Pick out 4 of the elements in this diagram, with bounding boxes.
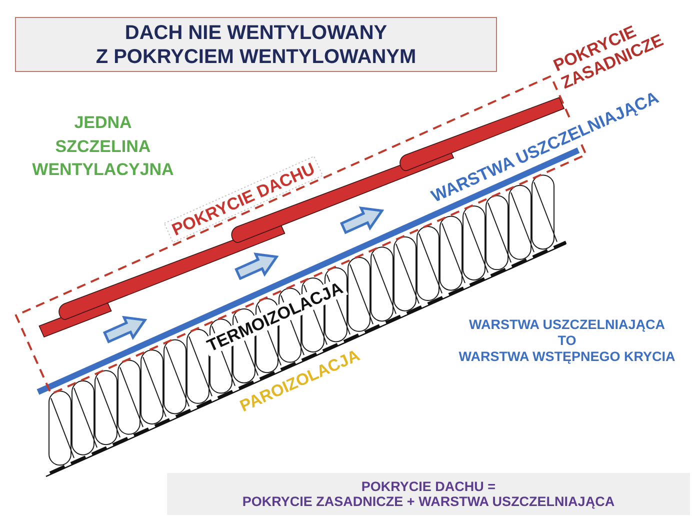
title-text: DACH NIE WENTYLOWANY Z POKRYCIEM WENTYLOWANYM	[96, 20, 416, 68]
note-text: JEDNA SZCZELINA WENTYLACYJNA	[31, 112, 175, 181]
formula-text: POKRYCIE DACHU = POKRYCIE ZASADNICZE + WARSTWA USZCZELNIAJĄCA	[242, 479, 615, 509]
note-text: WARSTWA USZCZELNIAJĄCA TO WARSTWA WSTĘPNEGO KRYCIA	[458, 317, 676, 365]
